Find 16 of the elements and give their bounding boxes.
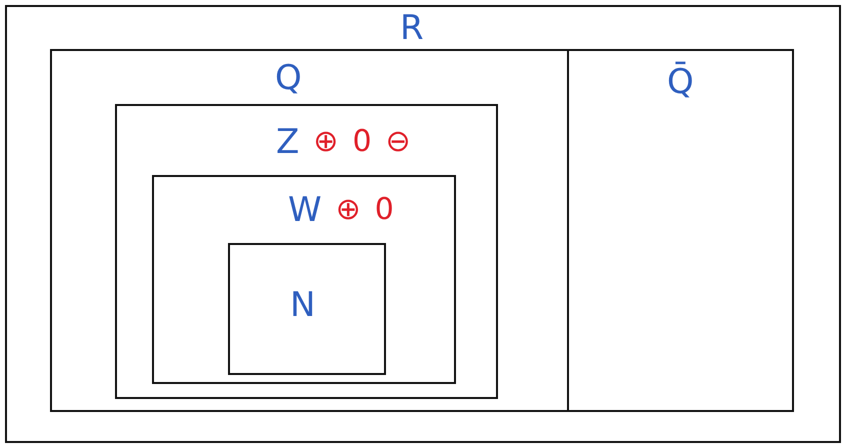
- sign-symbol: ⊖: [386, 127, 411, 157]
- set-box: [567, 49, 794, 412]
- set-label: W: [288, 193, 322, 227]
- set-box: [115, 104, 498, 399]
- set-label: Q: [275, 61, 302, 95]
- set-box: [5, 5, 841, 443]
- set-box: [50, 49, 570, 412]
- set-box: [228, 243, 386, 375]
- set-label: N: [290, 288, 316, 322]
- sign-symbol: ⊕: [313, 127, 338, 157]
- sign-symbol: ⊕: [336, 195, 361, 225]
- set-label: R: [400, 11, 424, 45]
- sign-symbol: 0: [352, 127, 372, 157]
- sign-symbol: 0: [374, 195, 394, 225]
- set-label: Z: [276, 125, 300, 159]
- set-box: [152, 175, 456, 384]
